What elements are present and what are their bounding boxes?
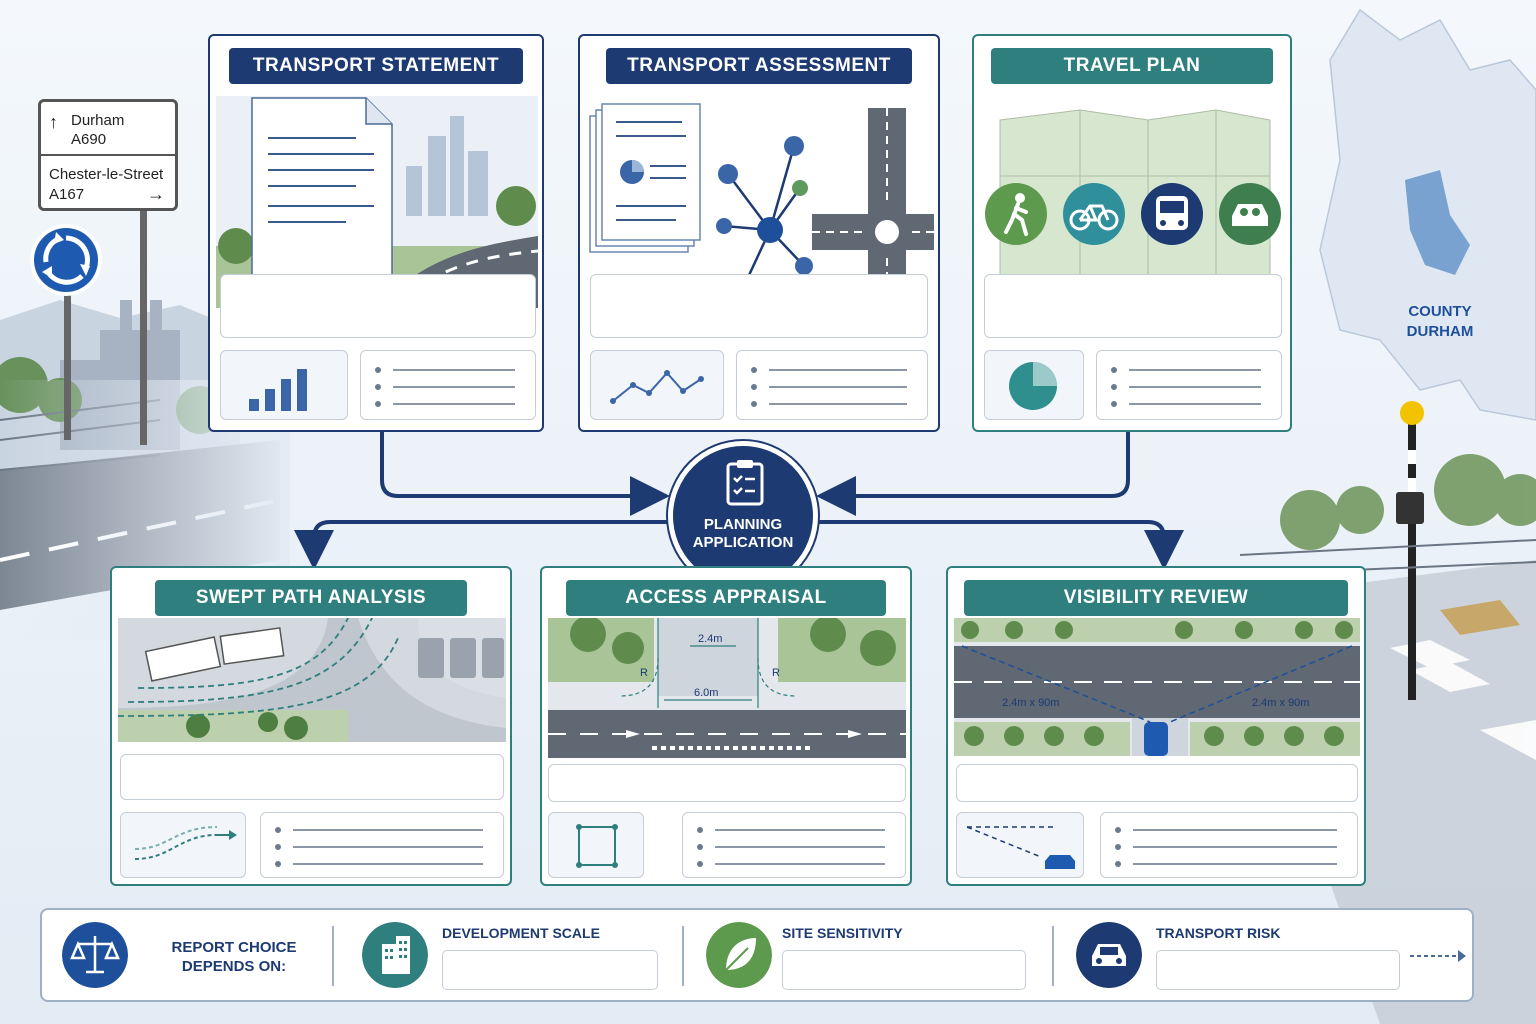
hub-label: PLANNING APPLICATION bbox=[692, 516, 794, 551]
travel-mode-icons bbox=[985, 183, 1281, 245]
dashed-arrow-icon bbox=[1410, 950, 1466, 962]
splay-left-label: 2.4m x 90m bbox=[1002, 697, 1059, 709]
summary-box bbox=[120, 754, 504, 800]
checklist-box bbox=[260, 812, 504, 878]
pie-chart-icon bbox=[984, 350, 1084, 420]
access-radius-right: R bbox=[772, 667, 780, 679]
summary-box bbox=[956, 764, 1358, 802]
sign-destination-durham: Durham bbox=[71, 112, 125, 129]
right-arrow-icon: → bbox=[147, 184, 165, 204]
bicycle-icon bbox=[1063, 183, 1125, 245]
car-share-icon bbox=[1219, 183, 1281, 245]
factor-input-box bbox=[442, 950, 658, 990]
leaf-icon bbox=[706, 922, 772, 988]
left-street-scene bbox=[0, 205, 290, 640]
card-title: TRAVEL PLAN bbox=[991, 48, 1273, 84]
summary-box bbox=[548, 764, 906, 802]
checklist-box bbox=[360, 350, 536, 420]
factor-label: DEVELOPMENT SCALE bbox=[442, 925, 600, 941]
dimension-icon bbox=[548, 812, 644, 878]
direction-sign: ↑ Durham A690 Chester-le-Street A167 → bbox=[38, 99, 178, 211]
access-dim-width: 6.0m bbox=[694, 687, 718, 699]
scales-icon bbox=[62, 922, 128, 988]
summary-box bbox=[590, 274, 928, 338]
car-icon bbox=[1076, 922, 1142, 988]
swept-path-analysis-card[interactable]: SWEPT PATH ANALYSIS bbox=[110, 566, 512, 886]
bus-icon bbox=[1141, 183, 1203, 245]
factor-input-box bbox=[1156, 950, 1400, 990]
card-title: TRANSPORT STATEMENT bbox=[229, 48, 523, 84]
sign-road-a690: A690 bbox=[71, 131, 107, 148]
swept-path-icon bbox=[120, 812, 246, 878]
travel-plan-card[interactable]: TRAVEL PLAN bbox=[972, 34, 1292, 432]
county-map-label: COUNTY DURHAM bbox=[1406, 303, 1474, 340]
access-dim-top: 2.4m bbox=[698, 633, 722, 645]
access-appraisal-card[interactable]: ACCESS APPRAISAL 2.4m 6.0m R R bbox=[540, 566, 912, 886]
transport-statement-card[interactable]: TRANSPORT STATEMENT bbox=[208, 34, 544, 432]
line-chart-icon bbox=[590, 350, 724, 420]
card-title: ACCESS APPRAISAL bbox=[566, 580, 886, 616]
walking-icon bbox=[985, 183, 1047, 245]
card-title: VISIBILITY REVIEW bbox=[964, 580, 1348, 616]
sightline-icon bbox=[956, 812, 1084, 878]
checklist-box bbox=[682, 812, 906, 878]
sign-road-a167: A167 bbox=[49, 186, 85, 203]
checklist-box bbox=[736, 350, 928, 420]
summary-box bbox=[220, 274, 536, 338]
splay-right-label: 2.4m x 90m bbox=[1252, 697, 1309, 709]
access-radius-left: R bbox=[640, 667, 648, 679]
swept-path-illustration bbox=[118, 618, 506, 742]
summary-box bbox=[984, 274, 1282, 338]
card-title: TRANSPORT ASSESSMENT bbox=[606, 48, 912, 84]
factor-input-box bbox=[782, 950, 1026, 990]
factor-label: SITE SENSITIVITY bbox=[782, 925, 903, 941]
footer-intro: REPORT CHOICE DEPENDS ON: bbox=[171, 939, 297, 975]
checklist-box bbox=[1100, 812, 1358, 878]
building-icon bbox=[362, 922, 428, 988]
roundabout-sign-icon bbox=[30, 224, 102, 296]
card-title: SWEPT PATH ANALYSIS bbox=[155, 580, 467, 616]
checklist-box bbox=[1096, 350, 1282, 420]
access-layout-illustration: 2.4m 6.0m R R bbox=[548, 618, 906, 758]
clipboard-icon bbox=[726, 460, 764, 506]
transport-assessment-card[interactable]: TRANSPORT ASSESSMENT bbox=[578, 34, 940, 432]
bar-chart-icon bbox=[220, 350, 348, 420]
up-arrow-icon: ↑ bbox=[49, 112, 58, 132]
factor-label: TRANSPORT RISK bbox=[1156, 925, 1281, 941]
sign-destination-chester: Chester-le-Street bbox=[49, 166, 164, 183]
visibility-splay-illustration: 2.4m x 90m 2.4m x 90m bbox=[954, 618, 1360, 756]
visibility-review-card[interactable]: VISIBILITY REVIEW 2.4m x 90m 2.4m x 90m bbox=[946, 566, 1366, 886]
report-choice-footer: REPORT CHOICE DEPENDS ON: DEVELOPMENT SC… bbox=[40, 908, 1474, 1002]
